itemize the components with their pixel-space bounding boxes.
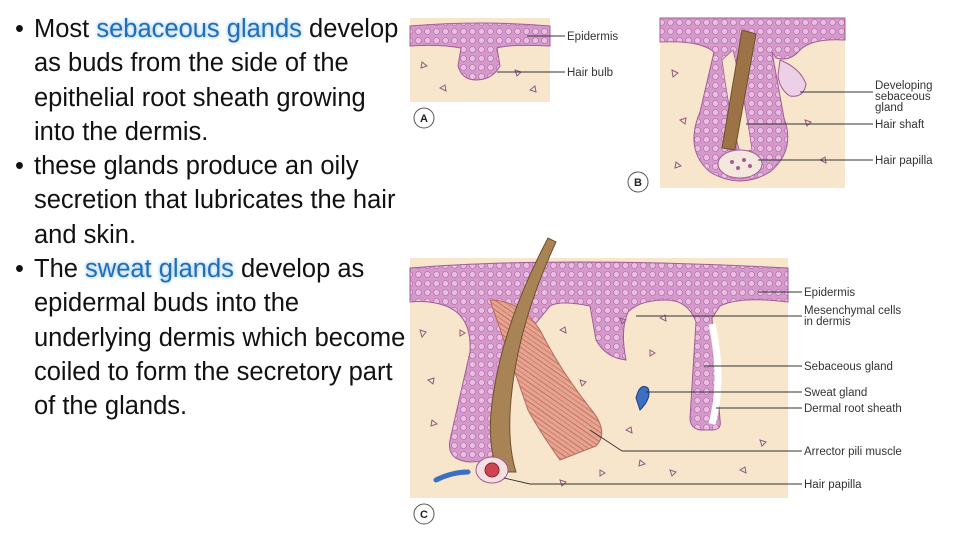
panel-c-blood-vessel	[433, 469, 471, 483]
panel-b-follicle	[659, 17, 846, 182]
panel-b-letter: B	[634, 177, 642, 189]
label-b-hair-papilla: Hair papilla	[875, 155, 933, 167]
label-c-epidermis: Epidermis	[804, 287, 855, 299]
label-c-root-sheath: Dermal root sheath	[804, 403, 902, 415]
label-a-hair-bulb: Hair bulb	[567, 67, 613, 79]
panel-a-badge	[413, 107, 435, 129]
bullet-3-post: develop as epidermal buds into the under…	[34, 255, 406, 421]
bullet-dot: •	[15, 152, 24, 181]
label-b-gland: gland	[875, 102, 903, 114]
panel-b-badge	[627, 171, 649, 193]
label-b-hair-shaft: Hair shaft	[875, 119, 925, 131]
bullet-1-post: develop as buds from the side of the epi…	[34, 15, 399, 146]
label-c-sweat: Sweat gland	[804, 387, 867, 399]
bullet-secretion: • these glands produce an oily secretion…	[14, 149, 409, 252]
label-c-in-dermis: in dermis	[804, 316, 851, 328]
leader-c-arrector-a	[589, 429, 623, 452]
label-a-epidermis: Epidermis	[567, 31, 618, 43]
label-b-developing: Developing	[875, 80, 933, 92]
panel-b-illustration: B	[627, 17, 846, 193]
panel-a-hair-bud	[409, 22, 551, 81]
panel-b-papilla	[717, 149, 763, 179]
bullet-3-pre: The	[34, 255, 86, 284]
leader-c-papilla-a	[503, 477, 531, 485]
label-c-sebaceous: Sebaceous gland	[804, 361, 893, 373]
bullet-sweat: • The sweat glands develop as epidermal …	[14, 252, 409, 423]
panel-c-letter: C	[420, 509, 428, 521]
bullet-dot: •	[15, 255, 24, 284]
label-c-hair-papilla: Hair papilla	[804, 479, 862, 491]
panel-c-sweat-duct	[708, 323, 722, 425]
label-b-sebaceous: sebaceous	[875, 91, 931, 103]
panel-c-badge	[413, 503, 435, 525]
bullet-sebaceous: • Most sebaceous glands develop as buds …	[14, 12, 409, 149]
panel-a-letter: A	[420, 113, 428, 125]
label-c-mesenchymal: Mesenchymal cells	[804, 305, 901, 317]
slide-text: • Most sebaceous glands develop as buds …	[14, 12, 409, 424]
panel-c-sweat-gland	[635, 385, 650, 411]
panel-b-sebaceous-bud	[777, 59, 807, 97]
panel-c-illustration: C	[409, 237, 789, 525]
label-c-arrector: Arrector pili muscle	[804, 446, 902, 458]
bullet-1-pre: Most	[34, 15, 97, 43]
panel-a-illustration: A	[409, 18, 551, 129]
panel-c-hair-shaft	[489, 237, 557, 473]
bullet-dot: •	[15, 15, 24, 43]
highlight-sweat-glands: sweat glands	[85, 255, 234, 284]
bullet-2-text: these glands produce an oily secretion t…	[34, 152, 396, 249]
highlight-sebaceous-glands: sebaceous glands	[96, 15, 302, 43]
